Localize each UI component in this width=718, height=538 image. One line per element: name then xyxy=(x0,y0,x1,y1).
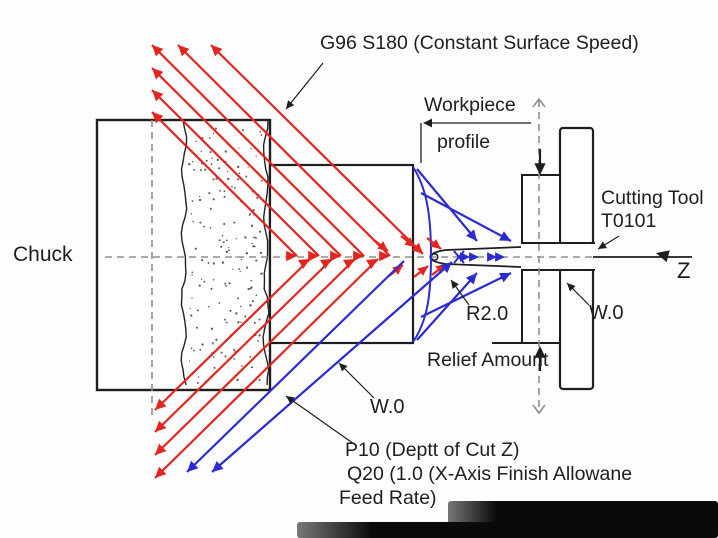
label-p10-depth-of-cut: P10 (Deptt of Cut Z) xyxy=(345,439,520,461)
label-constant-surface-speed: G96 S180 (Constant Surface Speed) xyxy=(320,32,639,54)
label-z-axis: Z xyxy=(677,258,691,283)
label-tool-number: T0101 xyxy=(601,210,657,232)
label-w0-left: W.0 xyxy=(370,396,405,418)
label-chuck: Chuck xyxy=(13,243,73,266)
label-workpiece: Workpiece xyxy=(424,94,516,116)
label-q20-finish-allowance: Q20 (1.0 (X-Axis Finish Allowane xyxy=(347,463,633,485)
label-relief-amount: Relief Amount xyxy=(427,349,549,371)
label-nose-radius: R2.0 xyxy=(466,303,509,325)
label-profile: profile xyxy=(437,131,491,153)
label-cutting-tool: Cutting Tool xyxy=(601,187,704,209)
label-feed-rate: Feed Rate) xyxy=(339,487,437,509)
label-w0-right: W.0 xyxy=(589,302,624,324)
